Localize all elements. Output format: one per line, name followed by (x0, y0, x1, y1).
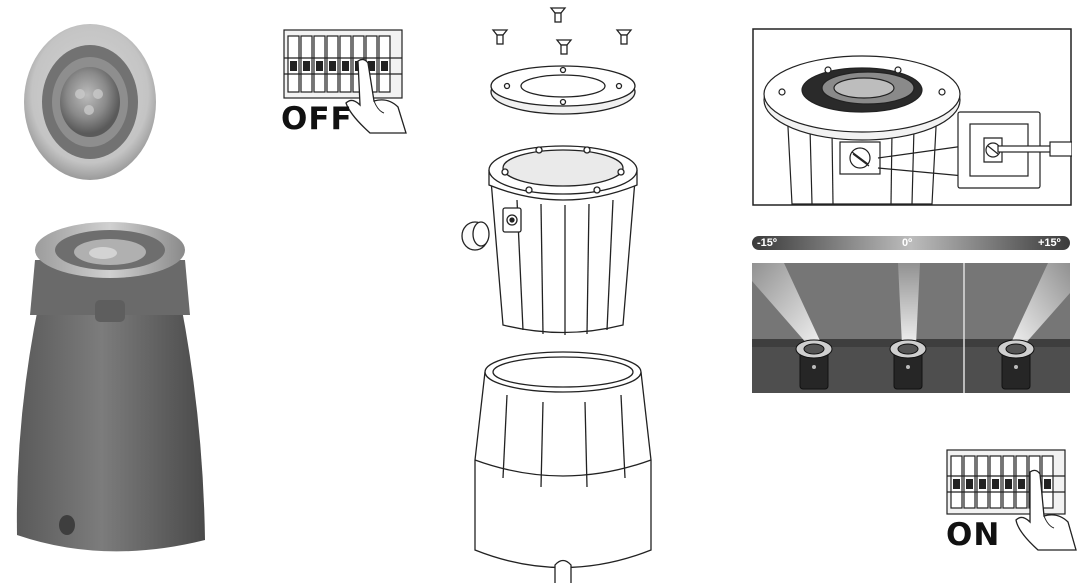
screw-icon (555, 39, 573, 55)
screw-icon (491, 29, 509, 45)
screw-icon (549, 7, 567, 23)
light-beam-icon (1010, 263, 1070, 345)
product-photo-installed (16, 222, 205, 552)
screw-icon (615, 29, 633, 45)
tilt-illustration (752, 263, 1070, 393)
exploded-view-diagram (461, 7, 652, 583)
breaker-panel-icon (946, 449, 1066, 515)
tilt-label-center: 0º (902, 237, 913, 249)
hand-icon (345, 58, 407, 134)
switch-on-label: ON (946, 517, 1001, 553)
tilt-label-left: -15º (757, 237, 777, 249)
tilt-scale-bar (752, 236, 1070, 250)
light-beam-icon (752, 263, 822, 345)
product-photo-top (24, 24, 156, 180)
adjustment-detail-panel (752, 28, 1072, 206)
light-beam-icon (898, 263, 920, 345)
tilt-label-right: +15º (1038, 237, 1061, 249)
switch-off-label: OFF (281, 101, 353, 137)
screwdriver-icon (997, 141, 1072, 157)
hand-icon (1015, 469, 1077, 551)
